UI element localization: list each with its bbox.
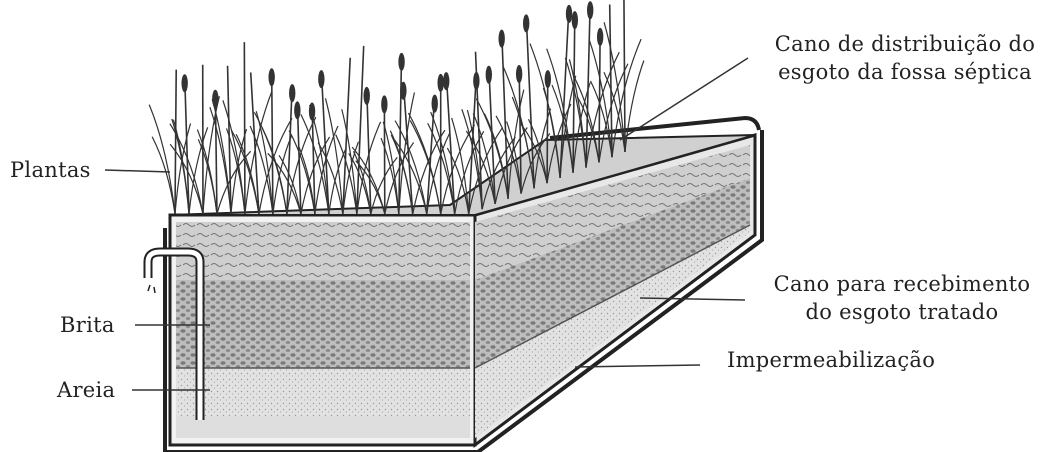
cattail-head bbox=[443, 72, 449, 90]
label-cano-distribuicao-line2: esgoto da fossa séptica bbox=[770, 58, 1040, 86]
cattail-head bbox=[486, 66, 492, 84]
reed-leaf bbox=[210, 107, 231, 214]
cattail-head bbox=[212, 90, 218, 108]
cattail-head bbox=[294, 101, 300, 119]
cattail-head bbox=[381, 95, 387, 113]
label-areia: Areia bbox=[57, 376, 115, 404]
label-cano-recebimento: Cano para recebimento do esgoto tratado bbox=[766, 270, 1038, 326]
cattail-head bbox=[516, 65, 522, 83]
cattail-head bbox=[437, 74, 443, 92]
label-cano-distribuicao: Cano de distribuição do esgoto da fossa … bbox=[770, 30, 1040, 86]
cattail-head bbox=[400, 82, 406, 100]
cattail-head bbox=[587, 1, 593, 19]
reed-leaf bbox=[408, 113, 440, 214]
reed-stem bbox=[175, 70, 176, 214]
gravel-layer bbox=[176, 280, 470, 368]
label-brita: Brita bbox=[60, 311, 115, 339]
cattail-head bbox=[523, 14, 529, 32]
reed-leaf bbox=[287, 117, 316, 214]
cattail-head bbox=[432, 95, 438, 113]
reed-leaf bbox=[223, 100, 245, 214]
cattail-head bbox=[364, 87, 370, 105]
cattail-head bbox=[566, 5, 572, 23]
label-plantas: Plantas bbox=[10, 156, 91, 184]
reed-stem bbox=[244, 42, 245, 214]
cattail-head bbox=[498, 30, 504, 48]
bed-front bbox=[170, 215, 475, 445]
cattail-head bbox=[545, 70, 551, 88]
cattail-head bbox=[398, 53, 404, 71]
label-impermeabilizacao: Impermeabilização bbox=[727, 346, 935, 374]
label-cano-recebimento-line2: do esgoto tratado bbox=[766, 298, 1038, 326]
cattail-head bbox=[268, 68, 274, 86]
cattail-head bbox=[597, 28, 603, 46]
cattail-head bbox=[289, 84, 295, 102]
reed-leaf bbox=[289, 131, 315, 214]
sand-layer bbox=[176, 368, 470, 416]
reed-stem bbox=[287, 85, 292, 214]
cattail-head bbox=[318, 70, 324, 88]
label-cano-distribuicao-line1: Cano de distribuição do bbox=[770, 30, 1040, 58]
reed-stem bbox=[599, 29, 600, 162]
cattail-head bbox=[181, 74, 187, 92]
reed-stem bbox=[272, 69, 273, 214]
cattail-head bbox=[572, 11, 578, 29]
label-cano-recebimento-line1: Cano para recebimento bbox=[766, 270, 1038, 298]
